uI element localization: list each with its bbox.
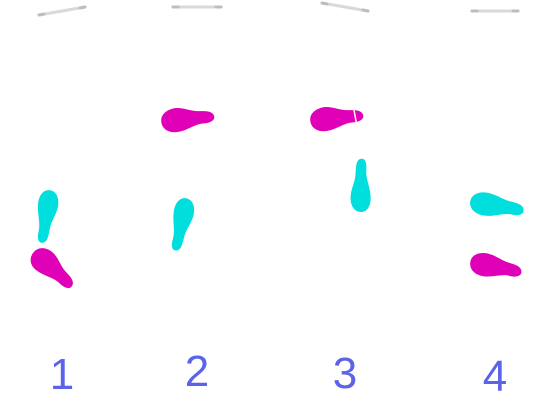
left-foot (30, 248, 73, 289)
right-foot (171, 198, 195, 251)
step-panel-1: 1 (0, 0, 136, 401)
step-number-4: 4 (482, 352, 508, 401)
step-panel-4: 4 (408, 0, 544, 401)
step-number-3: 3 (332, 349, 358, 398)
right-foot (350, 158, 371, 212)
step-panel-2: 2 (136, 0, 272, 401)
step-1-diagram (30, 5, 87, 289)
left-foot (161, 108, 215, 133)
right-foot (470, 192, 524, 216)
step-number-1: 1 (49, 350, 75, 399)
left-foot (310, 103, 364, 132)
step-4-diagram (470, 9, 524, 277)
right-foot (37, 190, 59, 243)
step-3-diagram (310, 1, 371, 212)
left-foot (470, 252, 522, 277)
step-2-diagram (161, 5, 223, 251)
reference-line (37, 5, 87, 17)
step-panel-3: 3 (272, 0, 408, 401)
step-number-2: 2 (184, 347, 210, 396)
reference-line (320, 1, 370, 13)
